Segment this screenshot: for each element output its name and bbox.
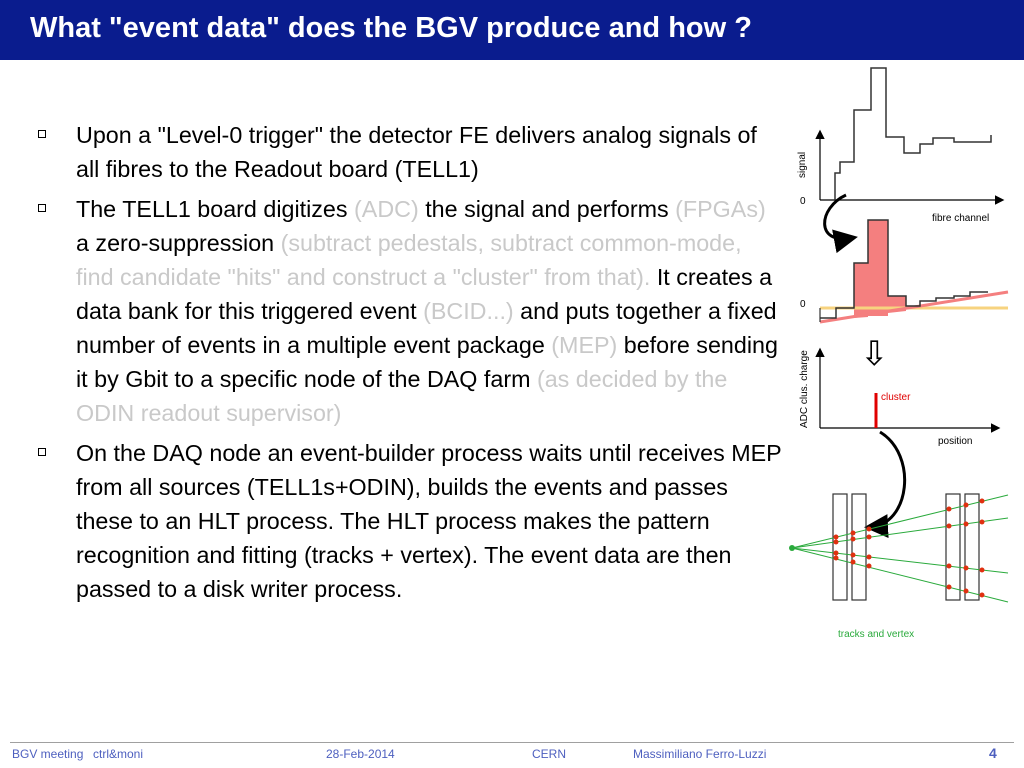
bullet-text-dim: (ADC) [354,196,419,222]
readout-diagram: signal 0 fibre channel 0 ⇩ ADC clus. cha… [789,67,1009,640]
detector-plane [832,493,848,601]
zs-zero-label: 0 [800,299,806,310]
title-bar: What "event data" does the BGV produce a… [0,0,1024,60]
bullet-text-dim: (FPGAs) [675,196,766,222]
track-line [791,494,1009,549]
flow-arrow-1 [823,193,858,254]
footer-meeting: BGV meeting [12,747,84,761]
footer-divider [10,742,1014,743]
bullet-text-dim: (as decided by the ODIN readout supervis… [76,366,728,426]
common-mode-line [819,290,1009,324]
signal-steps [834,67,992,200]
bullet-item: Upon a "Level-0 trigger" the detector FE… [38,118,783,186]
tracks-plot: tracks and vertex [789,493,1009,640]
hit-points [833,498,985,598]
bullet-item: On the DAQ node an event-builder process… [38,436,783,606]
fibre-channel-label: fibre channel [932,213,989,224]
bullet-square-icon [38,130,46,138]
flow-arrow-2 [864,430,907,539]
position-label: position [938,436,972,447]
bullet-text: Upon a "Level-0 trigger" the detector FE… [76,122,757,182]
bullet-text: a zero-suppression [76,230,281,256]
bullet-text: and puts together a fixed number of even… [76,298,777,358]
bullet-text-dim: (MEP) [551,332,618,358]
bullet-text-dim: (BCID...) [423,298,514,324]
bullet-square-icon [38,448,46,456]
bullet-item: The TELL1 board digitizes (ADC) the sign… [38,192,783,430]
track-line [791,517,1009,549]
page-title: What "event data" does the BGV produce a… [30,12,752,44]
adc-axis-label: ADC clus. charge [799,350,810,428]
footer-org: CERN [532,747,567,761]
down-arrow-icon: ⇩ [860,334,889,374]
vertex-point [789,545,795,551]
bullet-text: before sending it by Gbit to a specific … [76,332,778,392]
bullet-text: On the DAQ node an event-builder process… [76,440,782,602]
zero-suppression-plot: 0 [800,219,1009,324]
bullet-text: The TELL1 board digitizes [76,196,355,222]
signal-zero-label: 0 [800,196,806,207]
page-number: 4 [989,745,997,761]
track-line [791,547,1009,574]
track-line [791,547,1009,603]
detector-plane [851,493,867,601]
bullet-text-dim: (subtract pedestals, subtract common-mod… [76,230,742,290]
signal-axis-label: signal [797,152,808,178]
footer-date: 28-Feb-2014 [326,747,395,761]
footer-topic: ctrl&moni [93,747,144,761]
tracks-vertex-label: tracks and vertex [838,629,914,640]
cluster-label: cluster [881,392,911,403]
zs-steps [820,219,988,319]
bullet-list: Upon a "Level-0 trigger" the detector FE… [38,118,783,612]
cluster-fill [868,220,888,316]
detector-plane [945,493,961,601]
footer-author: Massimiliano Ferro-Luzzi [633,747,767,761]
signal-plot: signal 0 fibre channel [797,67,1005,224]
cluster-plot: ADC clus. charge cluster position [799,347,1001,447]
bullet-square-icon [38,204,46,212]
bullet-text: the signal and performs [418,196,676,222]
detector-plane [964,493,980,601]
bullet-text: It creates a data bank for this triggere… [76,264,773,324]
